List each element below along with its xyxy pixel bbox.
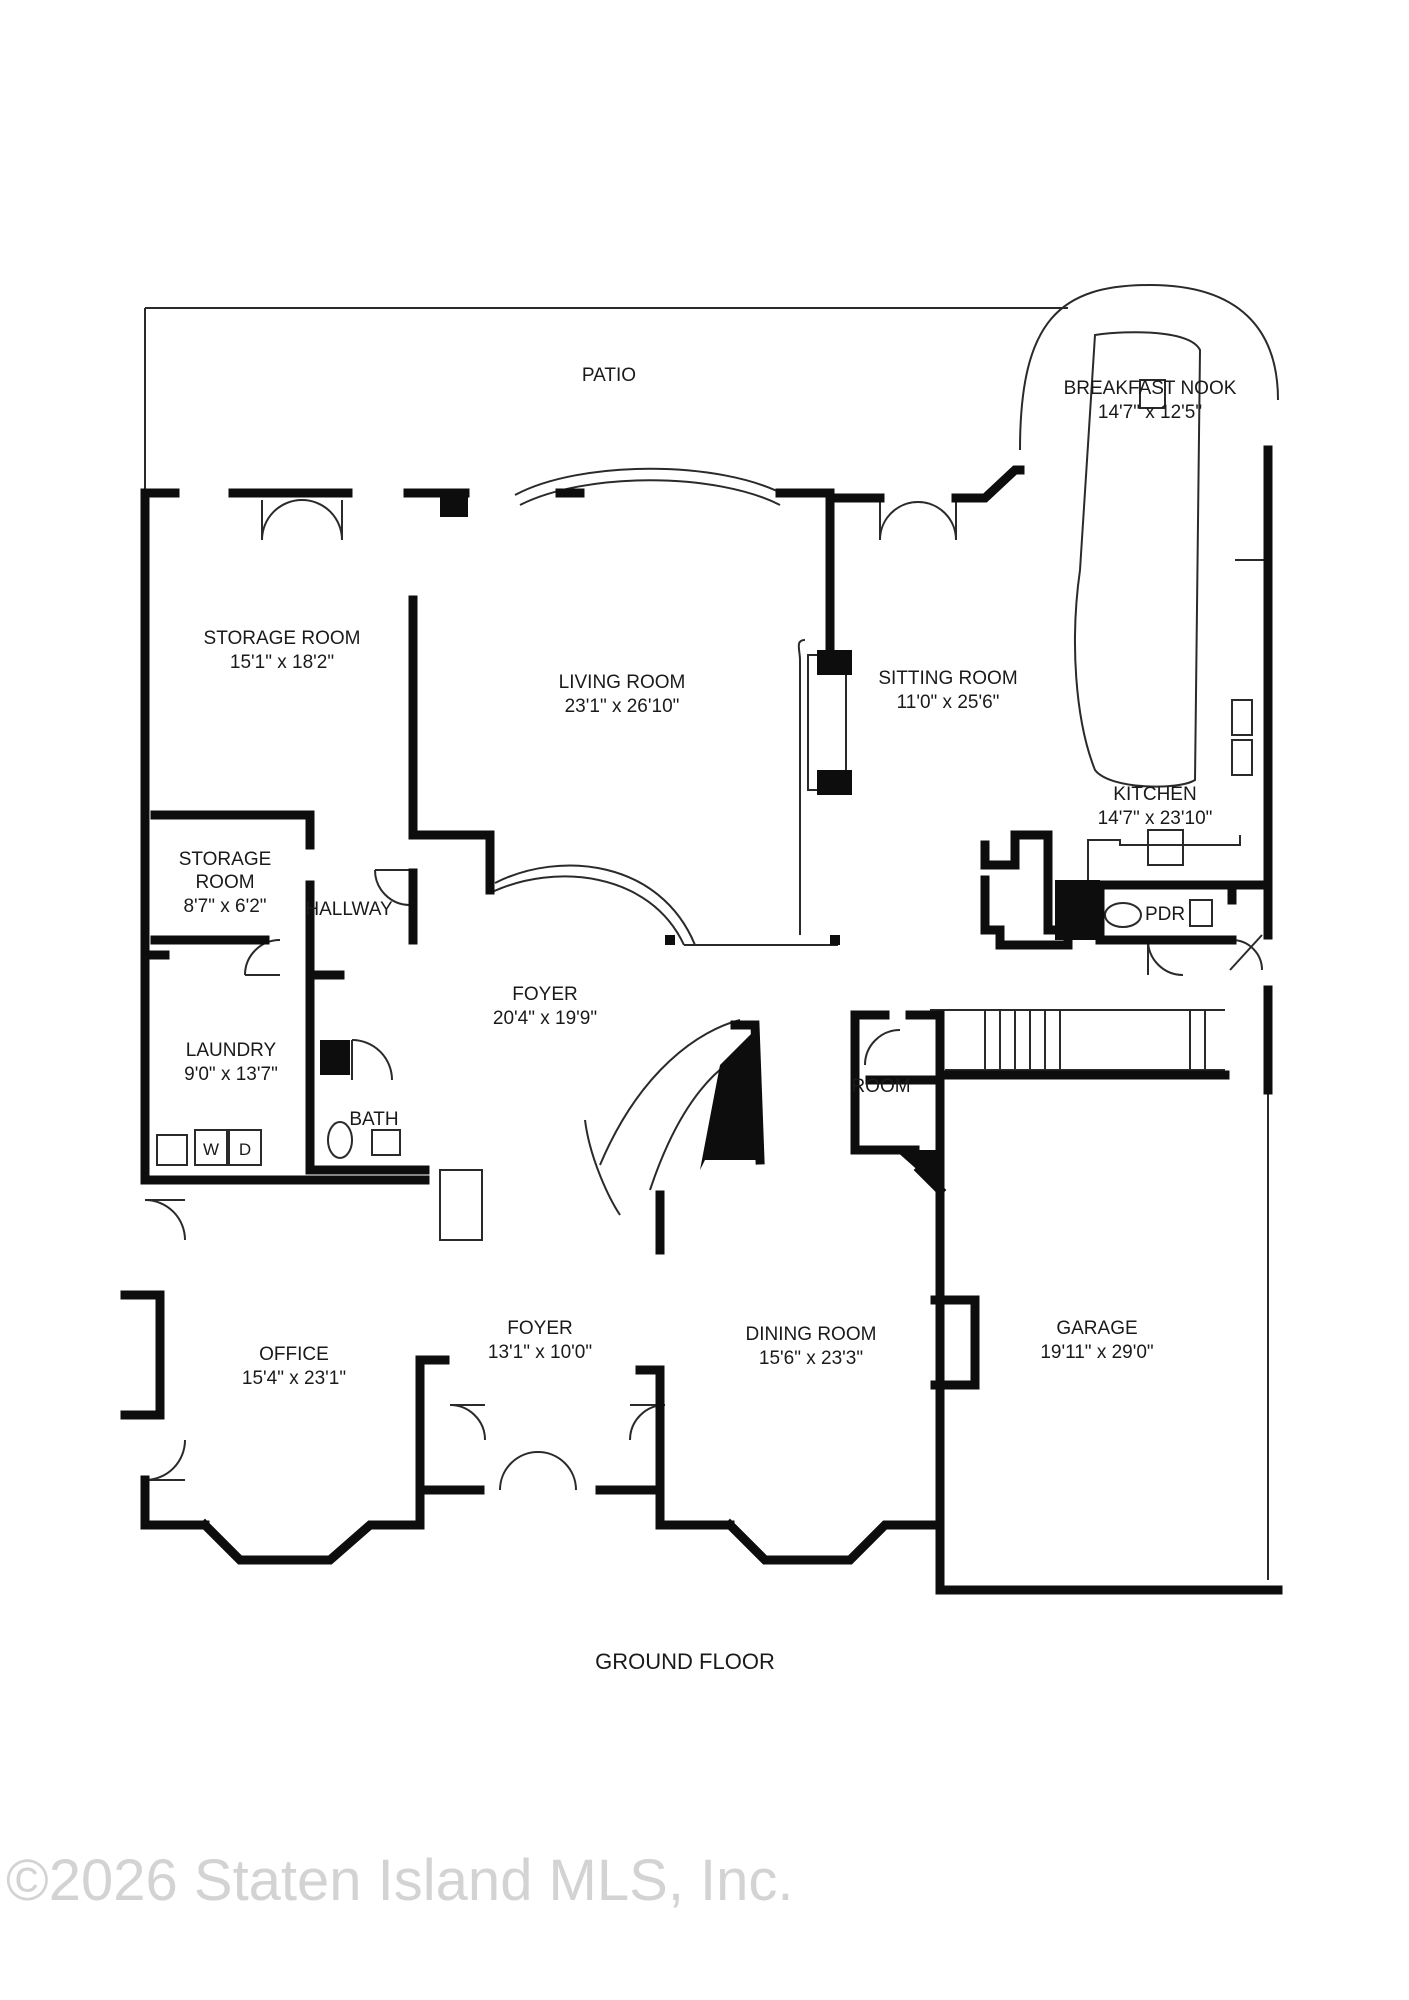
- breakfast-nook-label: BREAKFAST NOOK: [1064, 378, 1237, 399]
- room-small-label: ROOM: [851, 1076, 910, 1097]
- kitchen-size: 14'7" x 23'10": [1098, 808, 1213, 829]
- laundry-size: 9'0" x 13'7": [184, 1064, 278, 1085]
- kitchen-label: KITCHEN: [1113, 784, 1196, 805]
- living-room-size: 23'1" x 26'10": [565, 696, 680, 717]
- wall-blocks: [320, 495, 1100, 1190]
- walls: [120, 445, 1283, 1595]
- storage-room-2-label-line1: STORAGE: [179, 849, 272, 870]
- breakfast-nook-size: 14'7" x 12'5": [1098, 402, 1202, 423]
- sitting-room-size: 11'0" x 25'6": [897, 692, 1000, 713]
- storage-room-2-size: 8'7" x 6'2": [183, 896, 266, 917]
- dryer-label: D: [239, 1140, 251, 1159]
- bath-label: BATH: [349, 1109, 398, 1130]
- foyer-main-label: FOYER: [512, 984, 577, 1005]
- sitting-room-label: SITTING ROOM: [878, 668, 1017, 689]
- patio-label: PATIO: [582, 365, 636, 386]
- foyer-entry-size: 13'1" x 10'0": [488, 1342, 592, 1363]
- dining-room-size: 15'6" x 23'3": [759, 1348, 863, 1369]
- room-labels: PATIO BREAKFAST NOOK 14'7" x 12'5" STORA…: [179, 365, 1237, 1389]
- storage-room-label: STORAGE ROOM: [204, 628, 361, 649]
- pdr-label: PDR: [1145, 904, 1185, 925]
- dining-room-label: DINING ROOM: [746, 1324, 877, 1345]
- hallway-label: HALLWAY: [305, 899, 393, 920]
- washer-label: W: [203, 1140, 219, 1159]
- floor-title: GROUND FLOOR: [595, 1649, 775, 1674]
- garage-size: 19'11" x 29'0": [1040, 1342, 1153, 1363]
- living-room-label: LIVING ROOM: [559, 672, 686, 693]
- storage-room-2-label-line2: ROOM: [195, 872, 254, 893]
- foyer-entry-label: FOYER: [507, 1318, 572, 1339]
- laundry-label: LAUNDRY: [186, 1040, 277, 1061]
- watermark: ©2026 Staten Island MLS, Inc.: [6, 1848, 794, 1913]
- storage-room-size: 15'1" x 18'2": [230, 652, 334, 673]
- foyer-main-size: 20'4" x 19'9": [493, 1008, 597, 1029]
- office-size: 15'4" x 23'1": [242, 1368, 346, 1389]
- office-label: OFFICE: [259, 1344, 329, 1365]
- garage-label: GARAGE: [1056, 1318, 1137, 1339]
